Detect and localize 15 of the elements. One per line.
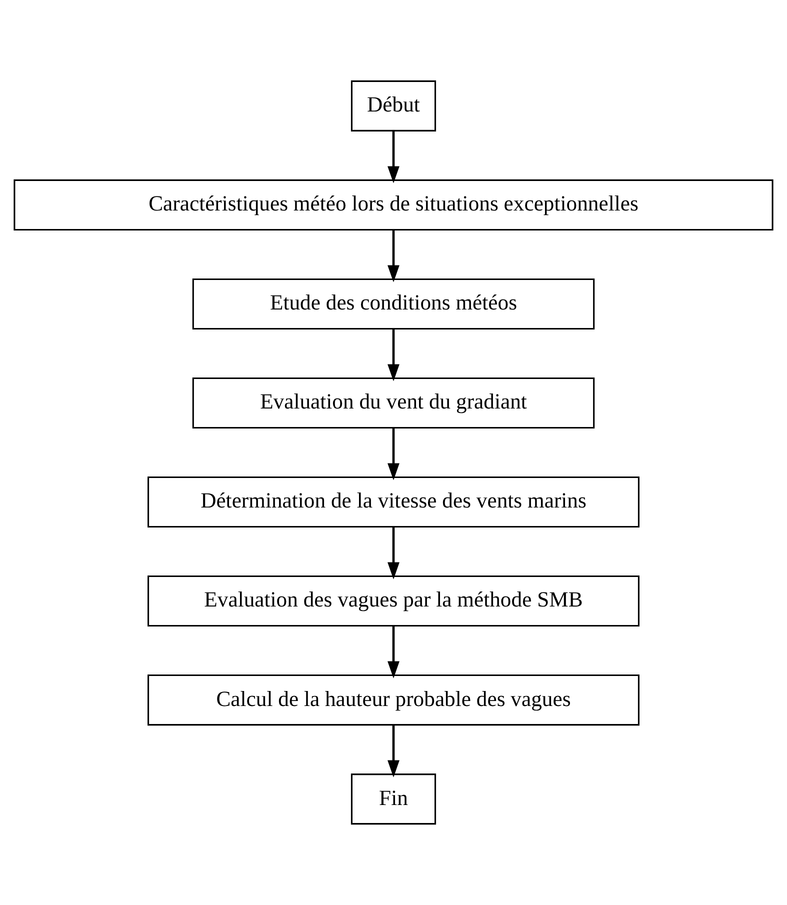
node-box: Début: [350, 80, 436, 132]
node-box: Fin: [350, 774, 436, 825]
node-box: Caractéristiques météo lors de situations exceptionnelles: [14, 179, 774, 230]
node-box: Détermination de la vitesse des vents marins: [148, 476, 640, 528]
arrow: [388, 130, 400, 184]
node-box: Calcul de la hauteur probable des vagues: [148, 674, 640, 726]
node-box: Etude des conditions météos: [192, 278, 595, 330]
arrow: [388, 230, 400, 282]
node-box: Evaluation du vent du gradiant: [192, 377, 595, 429]
arrow: [388, 428, 400, 480]
arrow: [388, 328, 400, 382]
arrow: [388, 526, 400, 580]
arrow: [388, 626, 400, 678]
node-box: Evaluation des vagues par la méthode SMB: [148, 576, 640, 627]
arrow: [388, 724, 400, 778]
